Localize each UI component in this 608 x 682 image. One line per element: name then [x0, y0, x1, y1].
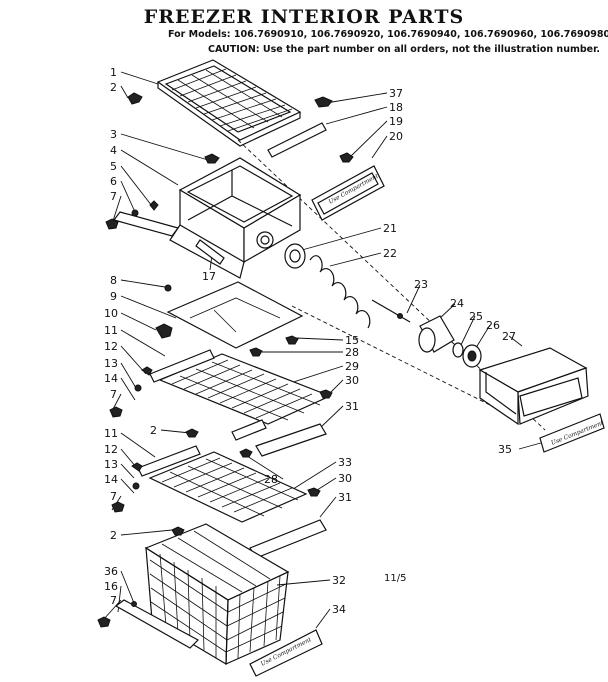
page-note: 11/5 [384, 573, 407, 584]
callout-31-b: 31 [338, 491, 352, 504]
name-plate: Use Compartment [311, 165, 385, 221]
callout-11-b: 11 [104, 427, 118, 440]
callout-25: 25 [469, 310, 483, 323]
callout-1: 1 [110, 66, 117, 79]
callout-15: 15 [345, 334, 359, 347]
callout-30-b: 30 [338, 472, 352, 485]
callout-30: 30 [345, 374, 359, 387]
callout-28: 28 [345, 346, 359, 359]
callout-28-b: 28 [264, 473, 278, 486]
middle-wire-shelf [109, 349, 333, 425]
callout-13-b: 13 [104, 458, 118, 471]
callout-19: 19 [389, 115, 403, 128]
callout-26: 26 [486, 319, 500, 332]
top-wire-shelf [156, 59, 302, 147]
page-title: FREEZER INTERIOR PARTS [143, 6, 465, 28]
callout-4: 4 [110, 144, 117, 157]
callout-labels: 1 2 3 4 5 6 7 17 37 18 19 20 21 22 23 24… [104, 66, 516, 616]
callout-12-b: 12 [104, 443, 118, 456]
callout-23: 23 [414, 278, 428, 291]
callout-29: 29 [345, 360, 359, 373]
callout-33: 33 [338, 456, 352, 469]
model-list: For Models: 106.7690910, 106.7690920, 10… [168, 29, 608, 40]
callout-14-b: 14 [104, 473, 118, 486]
callout-18: 18 [389, 101, 403, 114]
side-rail [105, 200, 225, 265]
control-housing [478, 347, 589, 426]
control-knob-parts [418, 315, 482, 368]
shelf-clip [127, 92, 333, 164]
callout-8: 8 [110, 274, 117, 287]
callout-10: 10 [104, 307, 118, 320]
control-tag: Use Compartment [539, 413, 605, 453]
callout-16: 16 [104, 580, 118, 593]
basket-handle: Use Compartment [97, 599, 323, 677]
leader-lines [103, 71, 549, 629]
callout-20: 20 [389, 130, 403, 143]
callout-32: 32 [332, 574, 346, 587]
callout-7-c: 7 [110, 490, 117, 503]
compartment-tray [169, 157, 302, 279]
freezer-basket [144, 523, 290, 666]
callout-36: 36 [104, 565, 118, 578]
shelf-rod [267, 122, 354, 163]
callout-11: 11 [104, 324, 118, 337]
callout-22: 22 [383, 247, 397, 260]
callout-6: 6 [110, 175, 117, 188]
callout-9: 9 [110, 290, 117, 303]
callout-17: 17 [202, 270, 216, 283]
gasket-spring-assembly [284, 243, 411, 329]
callout-7: 7 [110, 190, 117, 203]
callout-34: 34 [332, 603, 346, 616]
callout-21: 21 [383, 222, 397, 235]
callout-5: 5 [110, 160, 117, 173]
callout-13: 13 [104, 357, 118, 370]
cover-plate [155, 281, 304, 357]
callout-2-b: 2 [150, 424, 157, 437]
callout-7-b: 7 [110, 388, 117, 401]
callout-14: 14 [104, 372, 118, 385]
callout-37: 37 [389, 87, 403, 100]
callout-12: 12 [104, 340, 118, 353]
callout-31: 31 [345, 400, 359, 413]
callout-2: 2 [110, 81, 117, 94]
callout-2-c: 2 [110, 529, 117, 542]
shelf-rod-lower [185, 419, 327, 457]
lower-wire-shelf [111, 445, 327, 559]
callout-35: 35 [498, 443, 512, 456]
callout-27: 27 [502, 330, 516, 343]
callout-3: 3 [110, 128, 117, 141]
callout-7-d: 7 [110, 594, 117, 607]
callout-24: 24 [450, 297, 464, 310]
caution-note: CAUTION: Use the part number on all orde… [208, 44, 601, 55]
